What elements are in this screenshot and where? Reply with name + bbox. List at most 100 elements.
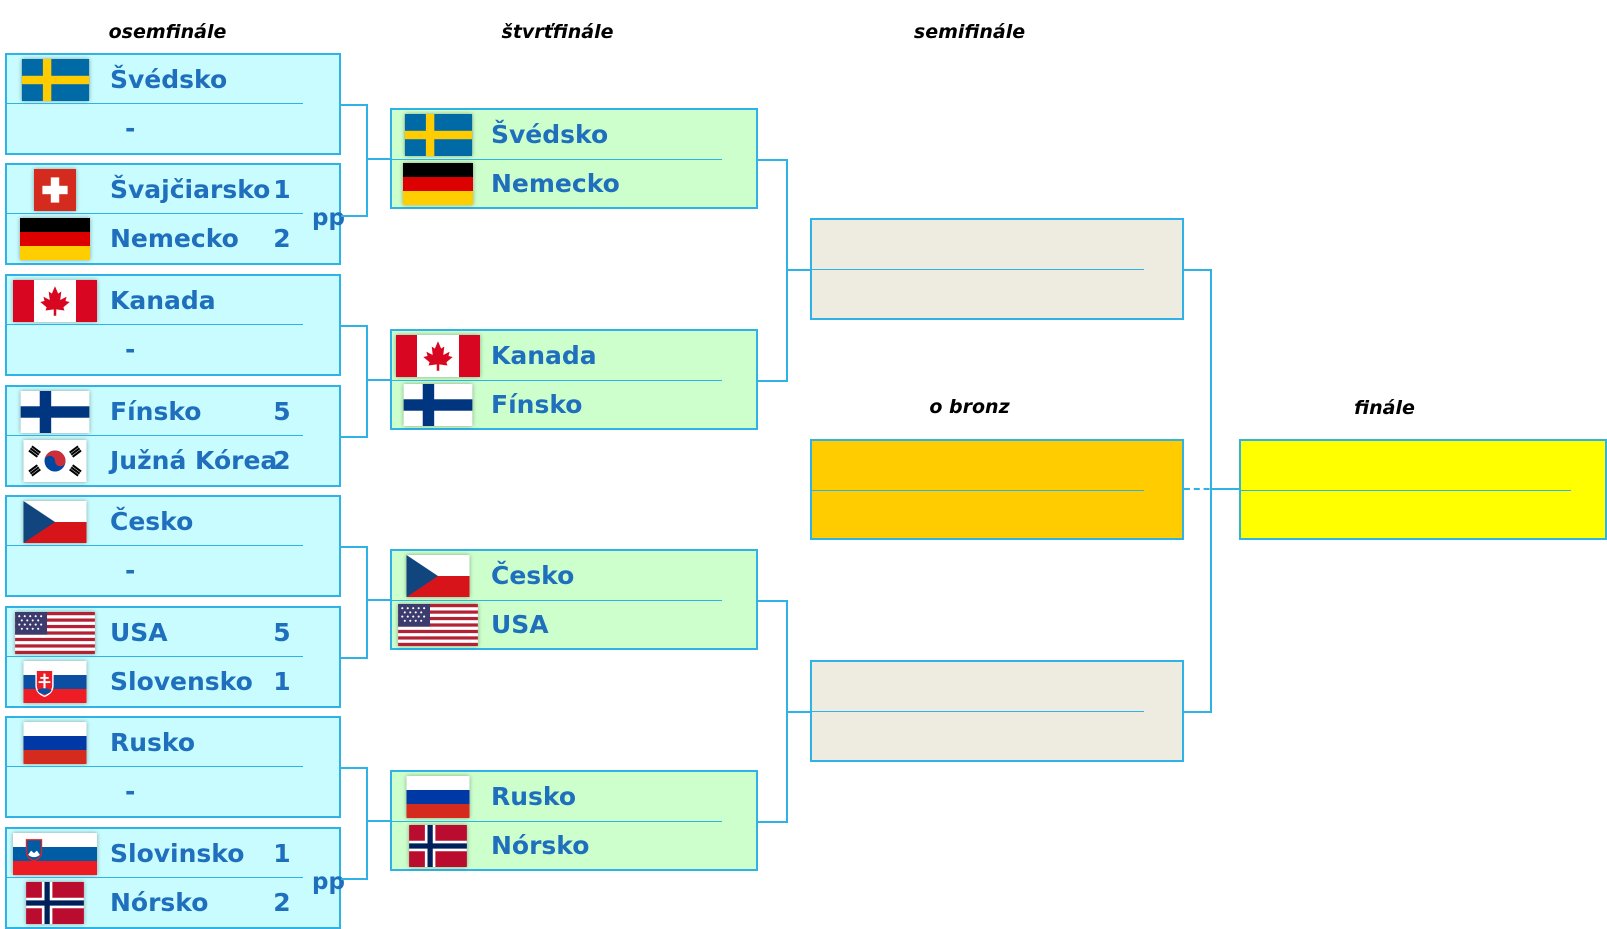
bye-placeholder: -: [125, 114, 136, 143]
flag-canada-icon: [396, 335, 480, 377]
connector-line: [341, 657, 368, 659]
team-name: USA: [491, 610, 549, 639]
team-row: Rusko: [392, 773, 756, 821]
team-row: Slovinsko 1: [7, 830, 339, 878]
team-name: Nórsko: [491, 831, 590, 860]
final-match: [1239, 439, 1607, 540]
bye-placeholder: -: [125, 777, 136, 806]
header-bronze: o bronz: [929, 396, 1010, 418]
flag-germany-icon: [403, 163, 473, 205]
team-row: -: [7, 547, 339, 595]
team-row: Kanada: [392, 332, 756, 380]
connector-line: [341, 325, 368, 327]
team-name: USA: [110, 618, 168, 647]
connector-line: [366, 820, 390, 822]
header-final: finále: [1354, 397, 1415, 419]
flag-sweden-icon: [21, 59, 90, 101]
team-row: Nemecko: [392, 160, 756, 208]
connector-line: [341, 546, 368, 548]
overtime-note: pp: [312, 869, 345, 895]
connector-line: [366, 104, 368, 217]
r16-match-5: Česko-: [5, 495, 341, 597]
team-row: Nemecko 2: [7, 215, 339, 263]
team-name: Slovinsko: [110, 839, 245, 868]
flag-russia-icon: [406, 776, 470, 818]
flag-slovenia-icon: [9, 833, 101, 875]
bye-placeholder: -: [125, 335, 136, 364]
match-separator: [7, 103, 303, 104]
match-separator: [7, 435, 303, 436]
team-name: Česko: [491, 561, 575, 590]
team-row: Nórsko: [392, 822, 756, 870]
team-name: Nemecko: [491, 169, 620, 198]
match-separator: [1241, 490, 1571, 491]
team-row: Fínsko: [392, 381, 756, 429]
r16-match-3: Kanada -: [5, 274, 341, 376]
match-separator: [7, 766, 303, 767]
connector-line: [341, 436, 368, 438]
match-separator: [7, 213, 303, 214]
team-score: 1: [273, 839, 291, 868]
connector-line: [786, 269, 810, 271]
team-row: Česko: [7, 498, 339, 546]
r16-match-1: Švédsko -: [5, 53, 341, 155]
team-score: 1: [273, 175, 291, 204]
flag-slovakia-icon: [21, 661, 89, 703]
match-separator: [7, 324, 303, 325]
team-name: Fínsko: [110, 397, 202, 426]
match-separator: [7, 545, 303, 546]
team-name: Južná Kórea: [110, 446, 278, 475]
team-row: Česko: [392, 552, 756, 600]
connector-line: [366, 325, 368, 438]
team-name: Švajčiarsko: [110, 175, 271, 204]
flag-norway-icon: [26, 882, 84, 924]
flag-russia-icon: [23, 722, 87, 764]
flag-norway-icon: [409, 825, 467, 867]
flag-sweden-icon: [404, 114, 473, 156]
semifinal-match-2: [810, 660, 1184, 762]
flag-canada-icon: [13, 280, 97, 322]
flag-finland-icon: [403, 384, 473, 426]
flag-usa-icon: [15, 612, 95, 654]
team-name: Švédsko: [491, 120, 609, 149]
connector-line: [758, 159, 788, 161]
semifinal-match-1: [810, 218, 1184, 320]
team-row: Rusko: [7, 719, 339, 767]
team-name: Švédsko: [110, 65, 228, 94]
team-name: Nemecko: [110, 224, 239, 253]
connector-line: [341, 878, 368, 880]
match-separator: [812, 490, 1144, 491]
overtime-note: pp: [312, 205, 345, 231]
connector-line: [341, 767, 368, 769]
team-name: Rusko: [491, 782, 577, 811]
team-row: Švédsko: [7, 56, 339, 104]
header-semifinals: semifinále: [913, 21, 1026, 43]
match-separator: [392, 159, 722, 160]
connector-line: [758, 600, 788, 602]
flag-switzerland-icon: [34, 169, 76, 211]
team-row: Kanada: [7, 277, 339, 325]
connector-line: [758, 821, 788, 823]
team-score: 2: [273, 224, 291, 253]
team-score: 2: [273, 888, 291, 917]
connector-line: [1210, 269, 1212, 713]
bronze-final-dashed-connector: [1184, 488, 1239, 490]
team-row: -: [7, 326, 339, 374]
team-name: Kanada: [110, 286, 216, 315]
team-name: Nórsko: [110, 888, 209, 917]
match-separator: [392, 380, 722, 381]
r16-match-7: Rusko -: [5, 716, 341, 818]
team-score: 2: [273, 446, 291, 475]
connector-line: [366, 379, 390, 381]
connector-line: [366, 546, 368, 659]
